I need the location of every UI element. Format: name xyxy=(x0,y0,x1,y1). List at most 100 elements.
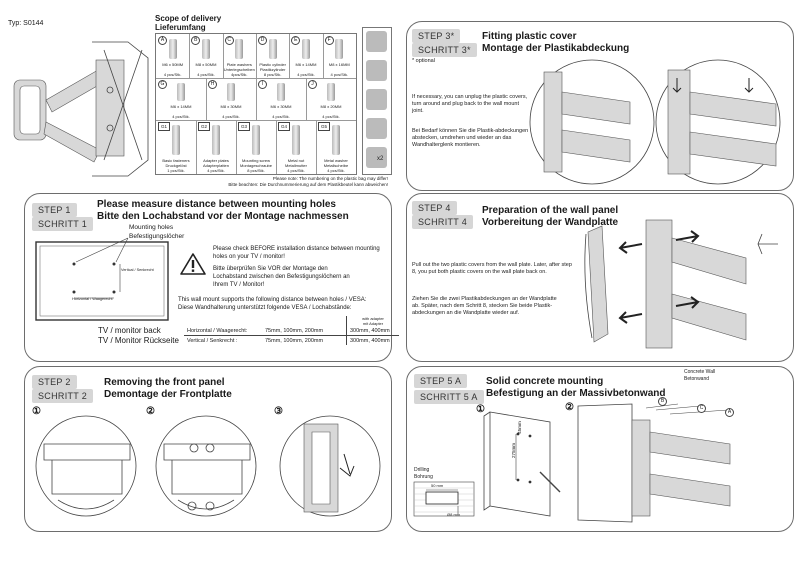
hardware-item: H M8 x 30MM 4 pcs/Stk. xyxy=(206,78,257,120)
step2-n1: ① xyxy=(32,406,41,417)
hardware-qty: 4 pcs/Stk. xyxy=(197,72,215,77)
concrete-wall-de: Betonwand xyxy=(684,376,710,382)
hardware-code: E xyxy=(291,36,301,45)
step5a-n1: ① xyxy=(476,404,485,415)
warning-icon xyxy=(180,253,206,275)
step4-illustration xyxy=(584,219,778,349)
hardware-size: M8 x 30MM xyxy=(220,104,242,109)
step3-tag-de: SCHRITT 3* xyxy=(412,43,477,57)
step4-tag-de: SCHRITT 4 xyxy=(412,215,474,229)
screw-icon xyxy=(252,125,260,155)
step1-warning-de: Bitte überprüfen Sie VOR der Montage den… xyxy=(213,266,350,288)
scope-title-de: Lieferumfang xyxy=(155,23,206,32)
step4-title-de: Vorbereitung der Wandplatte xyxy=(482,217,619,228)
step1-title-en: Please measure distance between mounting… xyxy=(97,199,336,210)
scope-note-de: Bitte beachten: Die Durchnummerierung au… xyxy=(228,182,388,187)
screw-icon xyxy=(335,39,344,59)
screw-icon xyxy=(172,125,180,155)
hardware-code: B xyxy=(191,36,201,45)
hardware-code: G1 xyxy=(158,122,170,131)
vesa-row-std: 75mm, 100mm, 200mm xyxy=(265,337,324,344)
step3-title-de: Montage der Plastikabdeckung xyxy=(482,43,630,54)
hardware-qty: 4 pcs/Stk. xyxy=(222,114,240,119)
step4-text-en: Pull out the two plastic covers from the… xyxy=(412,262,572,275)
wall-mount-illustration xyxy=(13,41,149,177)
step3-title-en: Fitting plastic cover xyxy=(482,31,577,42)
step4-text-de: Ziehen Sie die zwei Plastikabdeckungen a… xyxy=(412,296,557,316)
vesa-row-label: Vertical / Senkrecht : xyxy=(187,337,238,344)
hardware-size: M6 x 14MM xyxy=(295,62,317,67)
hardware-code: I xyxy=(258,80,267,89)
hardware-size: Mounting screw Montageschraube xyxy=(239,158,273,168)
screw-icon xyxy=(277,83,285,101)
drill-depth: 50 mm xyxy=(431,483,444,488)
scope-title-en: Scope of delivery xyxy=(155,14,222,23)
hardware-size: Plate washers Unterlegscheiben xyxy=(223,62,255,72)
type-label: Typ: S0144 xyxy=(8,20,44,27)
hardware-qty: 4 pcs/Stk. xyxy=(322,114,340,119)
step5a-n2: ② xyxy=(565,402,574,413)
hardware-code: J xyxy=(308,80,317,89)
screw-icon xyxy=(301,39,310,59)
vesa-row-adapter: 300mm, 400mm xyxy=(346,326,399,336)
screw-icon xyxy=(327,83,335,101)
vesa-row-adapter: 300mm, 400mm xyxy=(346,335,399,345)
step4-title-en: Preparation of the wall panel xyxy=(482,205,619,216)
step3-text-en: If necessary, you can unplug the plastic… xyxy=(412,94,528,114)
vesa-adapter-header: with adapter mit Adapter xyxy=(346,316,399,326)
label-a: A xyxy=(725,408,734,417)
step2-tag-de: SCHRITT 2 xyxy=(32,389,94,403)
screw-icon xyxy=(227,83,235,101)
hardware-item: B M8 x 50MM 4 pcs/Stk. xyxy=(189,34,224,78)
hardware-size: M6 x 30MM xyxy=(270,104,292,109)
hardware-qty: 4 pcs/Stk. xyxy=(207,168,225,173)
step3-illustration xyxy=(529,59,781,185)
drilling-en: Drilling xyxy=(414,467,430,473)
hardware-code: G3 xyxy=(238,122,250,131)
hardware-code: G xyxy=(158,80,167,89)
hardware-size: M6 x 50MM xyxy=(162,62,184,67)
vesa-intro-en: This wall mount supports the following d… xyxy=(178,297,367,303)
hardware-size: M8 x 16MM xyxy=(328,62,350,67)
tv-back-de: TV / Monitor Rückseite xyxy=(98,336,179,345)
step1-tag-en: STEP 1 xyxy=(32,203,77,217)
step3-tag-en: STEP 3* xyxy=(412,29,461,43)
hardware-qty: 8 pcs/Stk. xyxy=(247,168,265,173)
hardware-code: G2 xyxy=(198,122,210,131)
screw-icon xyxy=(268,39,277,59)
level-icon xyxy=(366,118,387,139)
step2-tag-en: STEP 2 xyxy=(32,375,77,389)
step3-optional: * optional xyxy=(412,58,435,64)
hardware-qty: 4 pcs/Stk. xyxy=(163,72,182,77)
label-c: C xyxy=(697,404,706,413)
hardware-size: M8 x 50MM xyxy=(195,62,217,67)
vesa-row-std: 75mm, 100mm, 200mm xyxy=(265,327,324,334)
screwdriver-icon xyxy=(366,60,387,81)
hardware-code: G5 xyxy=(318,122,330,131)
step2-title-de: Demontage der Frontplatte xyxy=(104,389,232,400)
step2-n3: ③ xyxy=(274,406,283,417)
step2-title-en: Removing the front panel xyxy=(104,377,225,388)
tool-count: x2 xyxy=(377,156,384,162)
hardware-qty: 4 pcs/Stk. xyxy=(172,114,190,119)
vesa-intro-de: Diese Wandhalterung unterstützt folgende… xyxy=(178,305,352,311)
drilling-diagram xyxy=(413,481,475,517)
hardware-code: H xyxy=(208,80,217,89)
persons-icon: x2 xyxy=(366,147,387,168)
label-b: B xyxy=(658,397,667,406)
screw-icon xyxy=(235,39,244,59)
step3-text-de: Bei Bedarf können Sie die Plastik-abdeck… xyxy=(412,128,529,148)
hardware-qty: 8 pcs/Stk. xyxy=(263,72,282,77)
concrete-wall-en: Concrete Wall xyxy=(684,369,716,375)
drill-diameter: Ø8 mm xyxy=(447,512,461,517)
hardware-qty: 1 pcs/Stk. xyxy=(167,168,185,173)
